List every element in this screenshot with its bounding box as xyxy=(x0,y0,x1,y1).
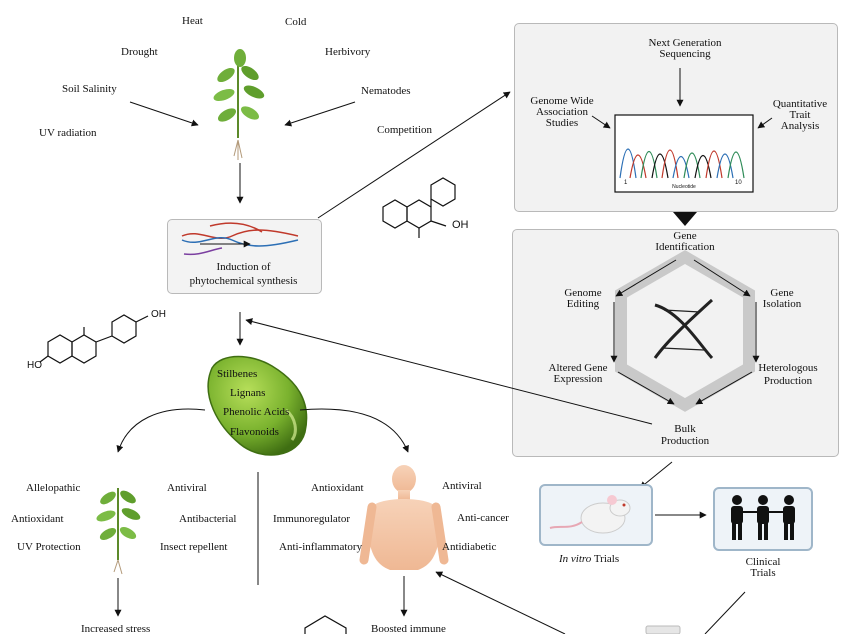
cycle-bulk-production-1: Bulk xyxy=(674,423,696,435)
gwas-label-line1: Genome Wide xyxy=(530,95,594,107)
qta-label-line3: Analysis xyxy=(780,120,820,132)
cycle-gene-isolation-1: Gene xyxy=(770,287,794,299)
plant-outcome-increased-stress: Increased stress xyxy=(81,623,151,635)
isoflavone-structure-icon xyxy=(39,314,149,364)
chromatogram-axis-end: 10 xyxy=(735,180,742,186)
stress-uv-radiation: UV radiation xyxy=(39,127,97,139)
stress-soil-salinity: Soil Salinity xyxy=(62,83,117,95)
chromatogram-axis-label: Nucleotide xyxy=(672,184,696,190)
response-plant-icon xyxy=(96,488,141,575)
stress-competition: Competition xyxy=(377,124,432,136)
gwas-label-line2: Association xyxy=(536,106,588,118)
flavonol-oh-label: OH xyxy=(452,219,469,231)
cycle-altered-expression-2: Expression xyxy=(553,373,603,385)
compound-flavonoids: Flavonoids xyxy=(230,426,279,438)
plant-role-antibacterial: Antibacterial xyxy=(179,513,237,525)
cycle-genome-editing-1: Genome xyxy=(564,287,602,299)
isoflavone-ho-label: HO xyxy=(27,360,42,371)
compound-stilbenes: Stilbenes xyxy=(217,368,258,380)
dna-helix-icon xyxy=(653,298,714,360)
cycle-genome-editing-2: Editing xyxy=(566,298,600,310)
flavonol-structure-icon xyxy=(382,177,456,238)
chromatogram-icon xyxy=(614,114,754,193)
plant-role-allelopathic: Allelopathic xyxy=(26,482,81,494)
qta-label-line1: Quantitative xyxy=(772,98,828,110)
induction-line2: phytochemical synthesis xyxy=(189,275,298,287)
cycle-gene-identification-2: Identification xyxy=(655,241,715,253)
ngs-label-line1: Next Generation xyxy=(648,37,722,49)
human-torso-icon xyxy=(359,465,449,570)
human-role-anti-cancer: Anti-cancer xyxy=(457,512,509,524)
people-icon xyxy=(731,495,795,540)
plant-role-insect-repellent: Insect repellent xyxy=(160,541,228,553)
isoflavone-oh-label: OH xyxy=(151,309,166,320)
human-outcome-boosted-immune: Boosted immune xyxy=(371,623,446,635)
compound-lignans: Lignans xyxy=(230,387,266,399)
cycle-bulk-production-2: Production xyxy=(660,435,710,447)
dna-transcription-icon xyxy=(181,222,299,256)
mouse-icon xyxy=(549,495,631,534)
ngs-label-line2: Sequencing xyxy=(659,48,711,60)
compound-phenolic-acids: Phenolic Acids xyxy=(223,406,290,418)
stress-plant-icon xyxy=(213,49,265,160)
plant-role-antiviral: Antiviral xyxy=(167,482,207,494)
cycle-altered-expression-1: Altered Gene xyxy=(548,362,608,374)
induction-line1: Induction of xyxy=(216,261,271,273)
human-role-antiviral: Antiviral xyxy=(442,480,482,492)
plant-role-antioxidant: Antioxidant xyxy=(11,513,64,525)
human-role-antidiabetic: Antidiabetic xyxy=(442,541,497,553)
gwas-label-line3: Studies xyxy=(545,117,579,129)
clinical-trials-label-2: Trials xyxy=(750,567,776,579)
human-role-anti-inflammatory: Anti-inflammatory xyxy=(279,541,363,553)
stress-cold: Cold xyxy=(285,16,307,28)
cycle-heterologous-1: Heterologous xyxy=(758,362,818,374)
clinical-trials-label-1: Clinical xyxy=(745,556,781,568)
stress-herbivory: Herbivory xyxy=(325,46,371,58)
chromatogram-axis-start: 1 xyxy=(624,180,628,186)
cycle-gene-identification-1: Gene xyxy=(673,230,697,242)
cycle-heterologous-2: Production xyxy=(763,375,813,387)
human-role-immunoregulator: Immunoregulator xyxy=(273,513,350,525)
in-vitro-trials-label: In vitro Trials xyxy=(559,553,620,565)
qta-label-line2: Trait xyxy=(789,109,811,121)
cycle-gene-isolation-2: Isolation xyxy=(762,298,802,310)
stress-nematodes: Nematodes xyxy=(361,85,411,97)
human-role-antioxidant: Antioxidant xyxy=(311,482,364,494)
plant-role-uv-protection: UV Protection xyxy=(17,541,81,553)
stress-drought: Drought xyxy=(121,46,158,58)
stress-heat: Heat xyxy=(182,15,203,27)
seed-icon xyxy=(207,355,308,456)
